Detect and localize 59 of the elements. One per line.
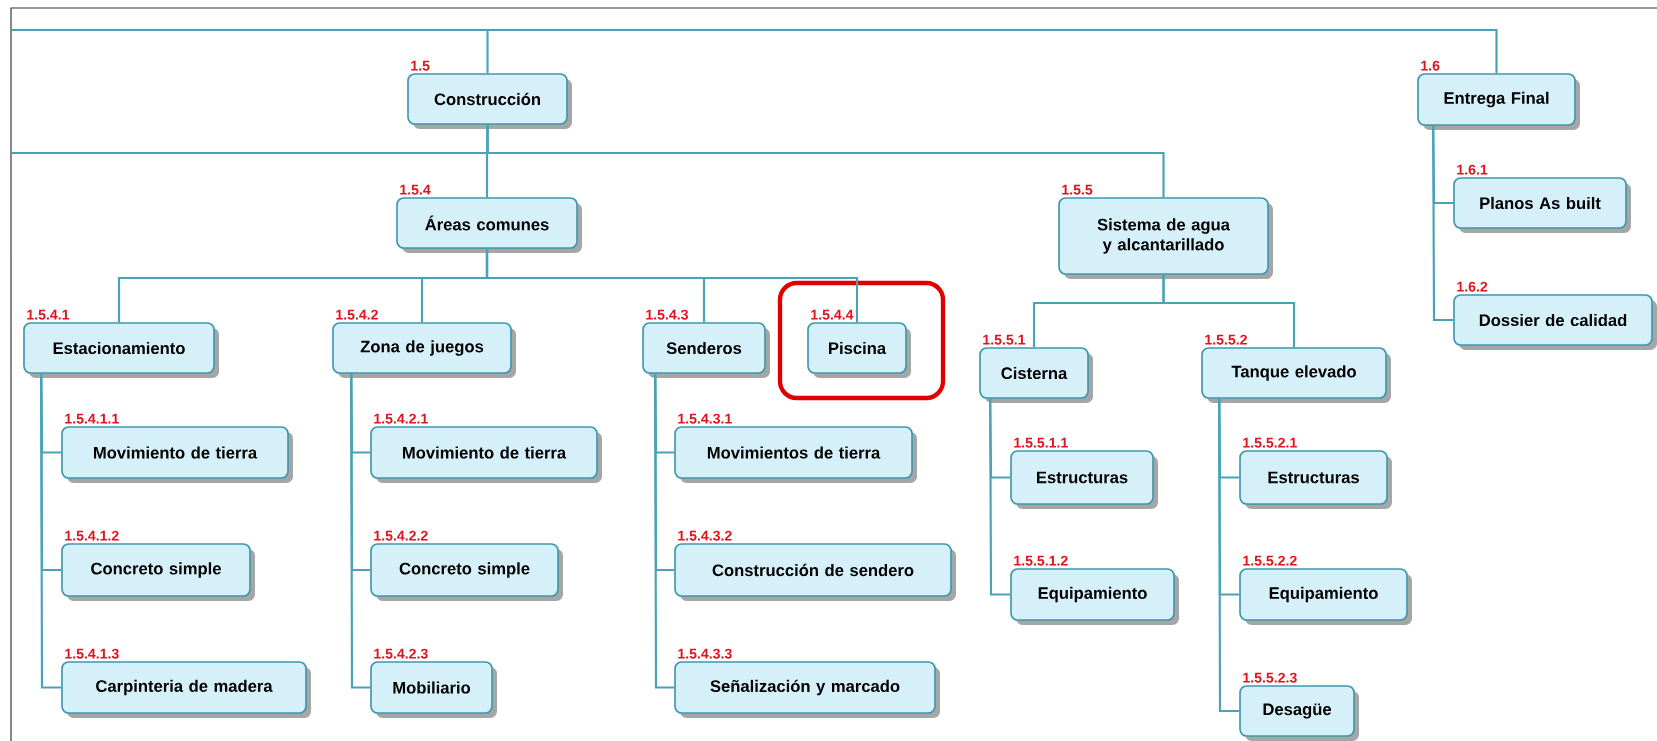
task-box: Carpinteria de madera xyxy=(61,661,311,718)
code-label: 1.5.4.1.3 xyxy=(65,648,119,659)
task-box: Movimiento de tierra xyxy=(370,426,602,483)
code-label: 1.5.4.3.2 xyxy=(678,530,732,541)
connector-line xyxy=(486,124,1165,198)
task-box: Dossier de calidad xyxy=(1453,294,1657,350)
code-label: 1.5.4.4 xyxy=(811,309,854,320)
task-box: Construcción de sendero xyxy=(674,543,956,601)
task-box: Entrega Final xyxy=(1417,73,1580,130)
code-label: 1.5.5.1.1 xyxy=(1014,437,1068,448)
code-label: 1.5.4.1.1 xyxy=(65,413,119,424)
task-box: Estructuras xyxy=(1239,450,1392,509)
code-label: 1.5.4.1.2 xyxy=(65,530,119,541)
code-label: 1.5.5.2.2 xyxy=(1243,555,1297,566)
code-label: 1.6.1 xyxy=(1457,164,1488,175)
code-label: 1.6.2 xyxy=(1457,281,1488,292)
task-box: Sistema de agua y alcantarillado xyxy=(1058,197,1273,279)
code-label: 1.5.4.2 xyxy=(336,309,378,320)
code-label: 1.5 xyxy=(411,60,430,71)
connector-line xyxy=(350,373,371,689)
task-box: Concreto simple xyxy=(370,543,563,601)
task-box: Concreto simple xyxy=(61,543,255,601)
task-box: Construcción xyxy=(407,73,572,129)
task-box: Áreas comunes xyxy=(396,197,582,253)
task-box: Señalización y marcado xyxy=(674,661,940,718)
task-box: Equipamiento xyxy=(1010,568,1179,625)
connector-line xyxy=(989,398,1011,596)
task-box: Movimiento de tierra xyxy=(61,426,293,483)
connector-line xyxy=(40,373,62,689)
connector-line xyxy=(654,373,675,689)
code-label: 1.5.5.2.1 xyxy=(1243,437,1297,448)
code-label: 1.5.4.2.3 xyxy=(374,648,428,659)
task-box: Equipamiento xyxy=(1239,568,1412,625)
task-box: Zona de juegos xyxy=(332,322,516,378)
connector-line xyxy=(485,248,859,323)
code-label: 1.5.5.2.3 xyxy=(1243,672,1297,683)
task-box: Estructuras xyxy=(1010,450,1158,509)
task-box: Planos As built xyxy=(1453,177,1631,233)
code-label: 1.5.4.2.2 xyxy=(374,530,428,541)
code-label: 1.5.4 xyxy=(400,184,431,195)
code-label: 1.5.4.1 xyxy=(27,309,70,320)
connector-line xyxy=(1162,274,1296,348)
code-label: 1.6 xyxy=(1421,60,1440,71)
code-label: 1.5.5.1 xyxy=(983,334,1026,345)
code-label: 1.5.4.3 xyxy=(646,309,688,320)
task-box: Estacionamiento xyxy=(23,322,219,378)
connector-line xyxy=(1218,398,1240,713)
connector-line xyxy=(1432,125,1454,322)
code-label: 1.5.4.2.1 xyxy=(374,413,428,424)
code-label: 1.5.5 xyxy=(1062,184,1093,195)
code-label: 1.5.5.2 xyxy=(1205,334,1247,345)
code-label: 1.5.5.1.2 xyxy=(1014,555,1068,566)
code-label: 1.5.4.3.3 xyxy=(678,648,732,659)
code-label: 1.5.4.3.1 xyxy=(678,413,732,424)
task-box: Tanque elevado xyxy=(1201,347,1391,403)
task-box: Movimientos de tierra xyxy=(674,426,917,483)
task-box: Mobiliario xyxy=(370,661,497,718)
connector-line xyxy=(11,28,1498,74)
task-box: Senderos xyxy=(642,322,770,378)
